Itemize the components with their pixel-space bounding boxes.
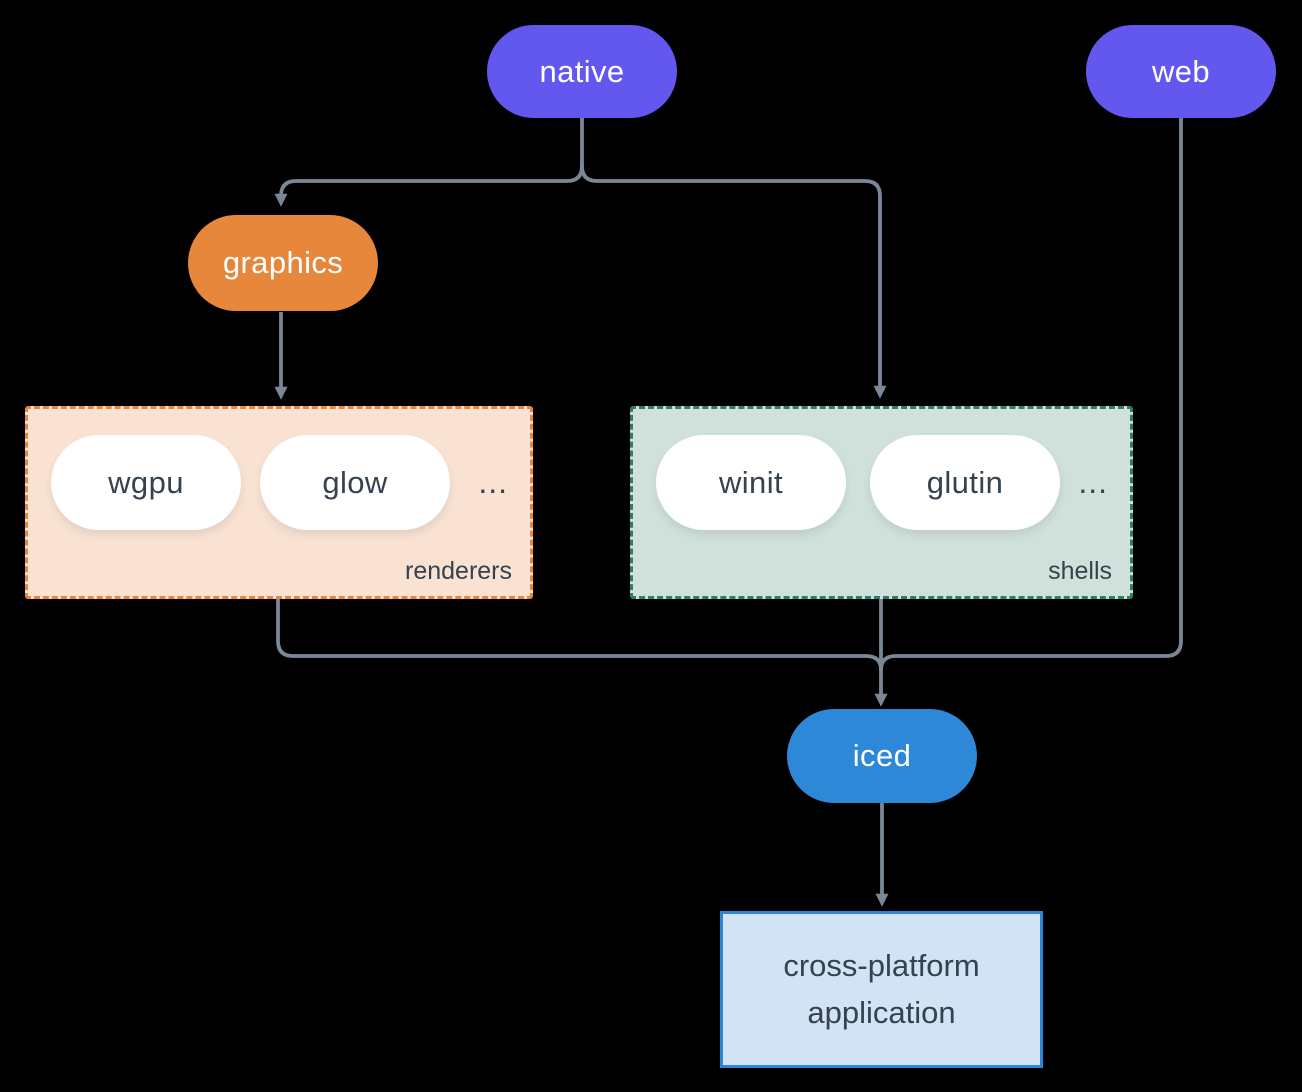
edge-native-to-shells [580,165,887,399]
winit-label: winit [718,464,783,500]
wgpu-label: wgpu [108,464,184,500]
web-node: web [1086,25,1276,118]
glow-node: glow [260,435,450,530]
winit-node: winit [656,435,846,530]
edge-native-to-graphics [274,118,584,207]
application-label-line1: cross-platform [783,948,980,983]
native-label: native [539,53,625,89]
web-label: web [1151,53,1211,89]
iced-node: iced [787,709,977,803]
renderers-group: wgpu glow ... renderers [25,406,533,599]
edge-renderers-to-merge [276,599,883,671]
graphics-node: graphics [188,215,378,311]
renderers-label: renderers [405,557,512,585]
glow-label: glow [322,464,388,500]
renderers-ellipsis: ... [478,464,508,500]
application-node: cross-platform application [720,911,1043,1068]
shells-ellipsis: ... [1078,464,1108,500]
application-label-line2: application [807,994,956,1030]
glutin-node: glutin [870,435,1060,530]
shells-group: winit glutin ... shells [630,406,1133,599]
native-node: native [487,25,677,118]
iced-label: iced [852,738,912,773]
shells-label: shells [1048,557,1112,585]
graphics-label: graphics [222,245,344,280]
wgpu-node: wgpu [51,435,241,530]
glutin-label: glutin [926,464,1004,500]
